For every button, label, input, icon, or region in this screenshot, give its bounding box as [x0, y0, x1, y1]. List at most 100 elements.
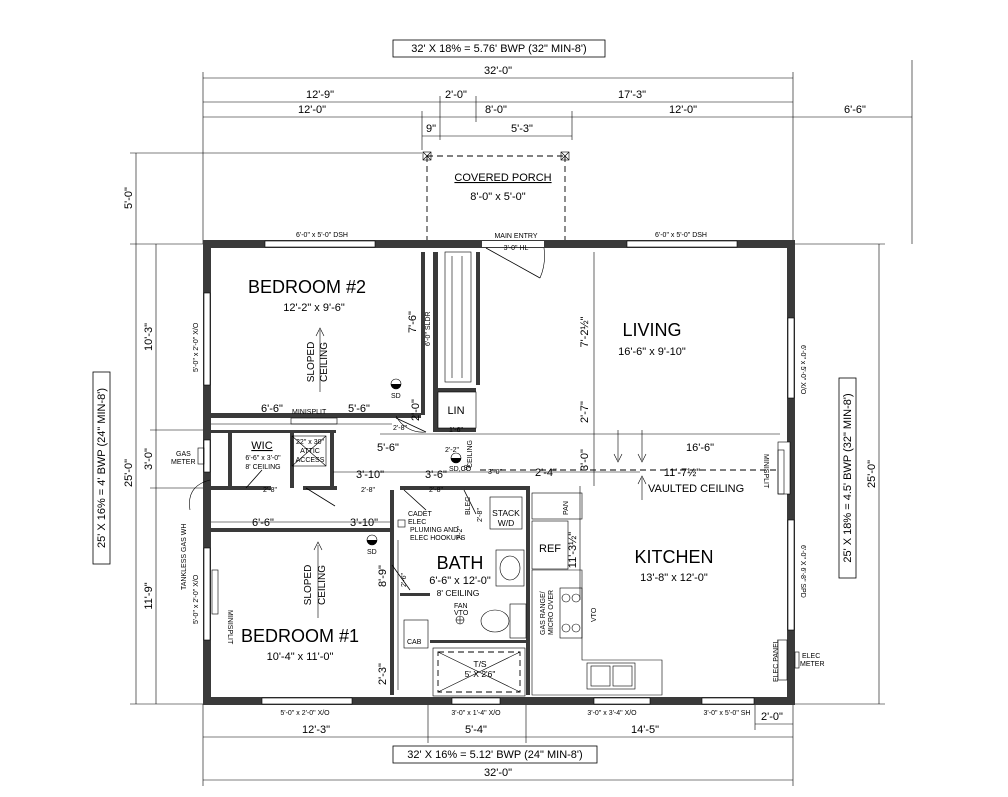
bwp-bottom-box: 32' X 16% = 5.12' BWP (24" MIN-8') [392, 745, 598, 764]
win-bot-d: 3'-0" x 5'-0" SH [704, 710, 751, 717]
ref-label: REF [539, 543, 561, 555]
vto-label-b: VTO [591, 607, 598, 622]
closet-slider [444, 251, 472, 383]
dim-7-6: 7'-6" [407, 311, 419, 333]
exterior-walls [203, 240, 795, 705]
bedroom2-door[interactable] [395, 415, 427, 433]
dim-top-c: 17'-3" [618, 89, 646, 101]
dim-3-6: 3'-6" [425, 469, 447, 481]
ble-a-label: 2'-2" [457, 526, 464, 540]
dim-8-c: 8" [464, 465, 471, 472]
stack-label: STACK [492, 508, 520, 518]
wic-label: WIC [251, 440, 272, 452]
sdco-label: SD,CO [449, 466, 472, 473]
dim-bot-b: 5'-4" [465, 724, 487, 736]
wic-size: 6'-6" x 3'-0" [245, 455, 281, 462]
minisplit-label-b: MINISPLIT [226, 610, 233, 645]
bedroom1-door[interactable] [305, 487, 336, 507]
dim-8-9: 8'-9" [377, 565, 389, 587]
elec-meter-label-a: ELEC [802, 653, 820, 660]
minisplit-living [777, 449, 785, 495]
kitchen-size: 13'-8" x 12'-0" [640, 572, 708, 584]
attic-label-c: ACCESS [296, 457, 325, 464]
dim-11-7: 11'-7½" [664, 467, 700, 479]
dim-3-10b: 3'-10" [350, 517, 378, 529]
win-bot-b: 3'-0" x 1'-4" X/O [451, 710, 501, 717]
ts-size: 5' X 2'6" [465, 669, 496, 679]
dim-top-overall: 32'-0" [484, 65, 512, 77]
dim-left-b: 3'-0" [143, 448, 155, 470]
ble-b-label: BLEC [465, 497, 472, 515]
dim-1-6: 1'-6" [449, 427, 463, 434]
win-top-right: 6'-0" x 5'-0" DSH [655, 232, 707, 239]
lin-closet [437, 391, 477, 429]
attic-label-a: 22" x 30" [296, 439, 324, 446]
wic-door[interactable] [245, 469, 263, 489]
bedroom2-label: BEDROOM #2 [248, 277, 366, 297]
kitchen-label: KITCHEN [634, 547, 713, 567]
interior-dimensions: 7'-6" 6'-6" 5'-6" 2'-0" 5'-6" 3'-10" 3'-… [211, 252, 780, 690]
left-dimensions: 5'-0" 10'-3" 3'-0" 11'-9" 25'-0" [123, 152, 422, 705]
bottom-dimensions: 12'-3" 5'-4" 14'-5" 2'-0" 32'-0" [202, 704, 794, 786]
smoke-detector-icon-2: SD [366, 534, 378, 556]
pluming-label-b: ELEC HOOKUPS [410, 535, 466, 542]
fan-label: FAN [454, 603, 468, 610]
pan-box [531, 492, 583, 520]
gas-range-label-a: GAS RANGE/ [540, 591, 547, 635]
sloped-label-2b: CEILING [319, 342, 330, 382]
dim-6-6b: 6'-6" [252, 517, 274, 529]
stack-wd-box [489, 496, 523, 530]
main-entry-size: 3'-0" HL [504, 245, 529, 252]
sloped-label-1a: SLOPED [303, 565, 314, 606]
dim-left-overall: 25'-0" [123, 459, 135, 487]
dim-2-8e: 2'-8" [477, 508, 484, 522]
sloped-label-1b: CEILING [317, 565, 328, 605]
win-left-top: 5'-0" x 2'-0" X/O [193, 322, 200, 372]
ref-box [531, 520, 569, 570]
kitchen-sink [586, 662, 636, 690]
dim-right-overall: 25'-0" [866, 460, 878, 488]
bwp-left-box: 25' X 16% = 4' BWP (24" MIN-8') [92, 371, 111, 565]
bath-door[interactable] [391, 489, 427, 591]
bath-ceiling: 8' CEILING [437, 588, 480, 598]
sloped-label-2a: SLOPED [306, 342, 317, 383]
bath-size: 6'-6" x 12'-0" [429, 575, 491, 587]
main-entry-label: MAIN ENTRY [494, 233, 537, 240]
dim-2-8c: 2'-8" [361, 487, 375, 494]
pluming-label-a: PLUMING AND [410, 527, 458, 534]
dim-3-10a: 3'-10" [356, 469, 384, 481]
dim-3-0: 3'-0" [579, 449, 591, 471]
dim-2-0: 2'-0" [410, 399, 422, 421]
bath-label: BATH [437, 553, 484, 573]
cab-label: CAB [407, 639, 422, 646]
dim-top-g: 6'-6" [844, 104, 866, 116]
attic-label-b: ATTIC [300, 448, 320, 455]
ceiling-short-label: CEILING [467, 440, 474, 468]
main-entry-door[interactable] [485, 247, 545, 279]
dim-top-h: 9" [426, 123, 436, 135]
dim-2-4: 2'-4" [535, 467, 557, 479]
bwp-right-text: 25' X 18% = 4.5' BWP (32" MIN-8') [842, 393, 854, 562]
bedroom1-size: 10'-4" x 11'-0" [267, 651, 334, 663]
smoke-co-icon: SD,CO [449, 452, 472, 473]
shower: T/S 5' X 2'6" [432, 647, 526, 697]
dim-left-porch: 5'-0" [123, 187, 135, 209]
minisplit-label-a: MINISPLIT [292, 409, 327, 416]
elec-panel-label: ELEC PANEL [773, 639, 780, 682]
laundry-door[interactable] [463, 489, 477, 515]
porch-label: COVERED PORCH [454, 172, 551, 184]
sd-label-b: SD [367, 549, 377, 556]
dim-2-7: 2'-7" [579, 401, 591, 423]
win-top-left: 6'-0" x 5'-0" DSH [296, 232, 348, 239]
bwp-top-box: 32' X 18% = 5.76' BWP (32" MIN-8') [392, 39, 606, 58]
living-size: 16'-6" x 9'-10" [618, 346, 686, 358]
bwp-top-text: 32' X 18% = 5.76' BWP (32" MIN-8') [411, 43, 586, 55]
dim-top-b: 2'-0" [445, 89, 467, 101]
dim-2-8b: 2'-8" [263, 487, 277, 494]
win-bot-c: 3'-0" x 3'-4" X/O [587, 710, 637, 717]
bedroom2-size: 12'-2" x 9'-6" [283, 302, 345, 314]
porch-post-right [560, 151, 570, 161]
dim-6-6a: 6'-6" [261, 403, 283, 415]
tankless-leader [189, 479, 211, 511]
attic-access: 22" x 30" ATTIC ACCESS [291, 435, 327, 467]
